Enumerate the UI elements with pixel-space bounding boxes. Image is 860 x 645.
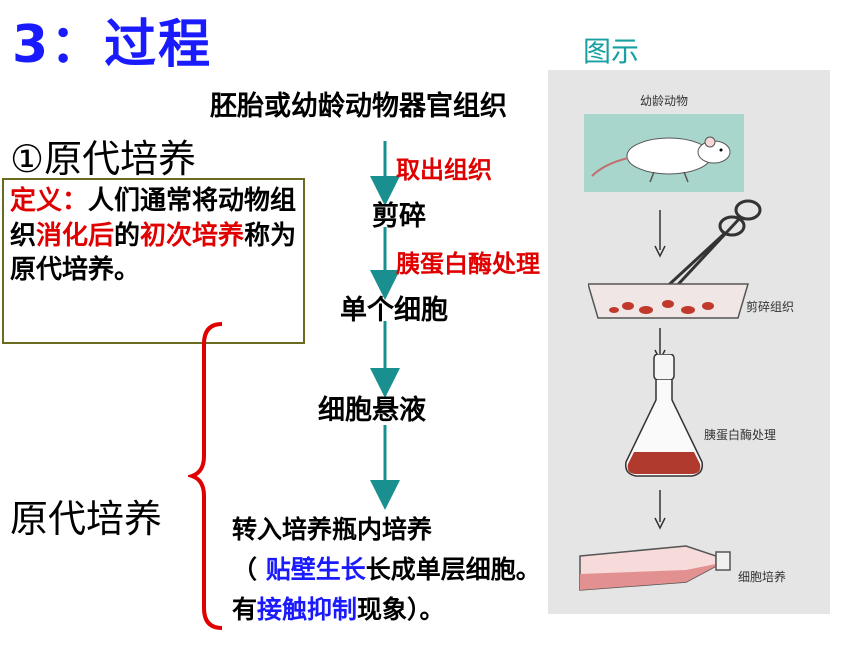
definition-label: 定义： (10, 186, 89, 216)
definition-emphasis-1: 消化后 (36, 220, 115, 251)
figure-label: 图示 (583, 35, 640, 68)
culture-result-text: 转入培养瓶内培养 （ 贴壁生长长成单层细胞。有接触抑制现象）。 (232, 510, 542, 630)
culture-result-detail: （ 贴壁生长长成单层细胞。有接触抑制现象）。 (232, 550, 542, 630)
adherent-growth: 贴壁生长 (265, 555, 366, 584)
definition-text-2: 的 (114, 220, 141, 251)
trypsin-flask-image (624, 354, 704, 477)
young-animal-image (584, 114, 744, 192)
section-heading: ①原代培养 (10, 137, 197, 181)
paren-open: （ (232, 555, 266, 584)
definition-box: 定义：人们通常将动物组织消化后的初次培养称为原代培养。 (2, 178, 305, 344)
process-flow-arrows (370, 141, 400, 510)
illustration-arrow-1 (654, 210, 666, 258)
result-close-text: 现象）。 (357, 595, 445, 624)
step-cell-suspension: 细胞悬液 (318, 395, 426, 426)
definition-text-3: 称为原代培养。 (10, 220, 297, 286)
step-mince: 剪碎 (372, 201, 426, 232)
action-remove-tissue: 取出组织 (396, 156, 492, 184)
red-brace (188, 322, 223, 630)
illustration-label-trypsin: 胰蛋白酶处理 (704, 428, 777, 442)
illustration-label-minced-tissue: 剪碎组织 (746, 300, 795, 314)
culture-result-line1: 转入培养瓶内培养 (232, 515, 433, 544)
action-trypsin: 胰蛋白酶处理 (396, 250, 540, 278)
illustration-label-young-animal: 幼龄动物 (640, 94, 689, 108)
page-title: 3：过程 (12, 15, 213, 75)
source-tissue-text: 胚胎或幼龄动物器官组织 (210, 91, 507, 122)
contact-inhibition: 接触抑制 (257, 595, 358, 624)
definition-text-1: 人们通常将动物组织 (10, 186, 297, 251)
result-mid-text: 长成单层细胞。有 (232, 555, 541, 624)
primary-culture-label: 原代培养 (10, 497, 163, 541)
culture-bottle-image (579, 545, 731, 591)
definition-emphasis-2: 初次培养 (140, 220, 245, 251)
illustration-label-cell-culture: 细胞培养 (738, 570, 787, 584)
step-single-cell: 单个细胞 (340, 295, 448, 326)
illustration-panel: 幼龄动物 剪碎组织 胰蛋白酶处理 (548, 70, 830, 614)
mincing-tissue-image (588, 199, 762, 319)
illustration-arrow-3 (654, 490, 666, 530)
